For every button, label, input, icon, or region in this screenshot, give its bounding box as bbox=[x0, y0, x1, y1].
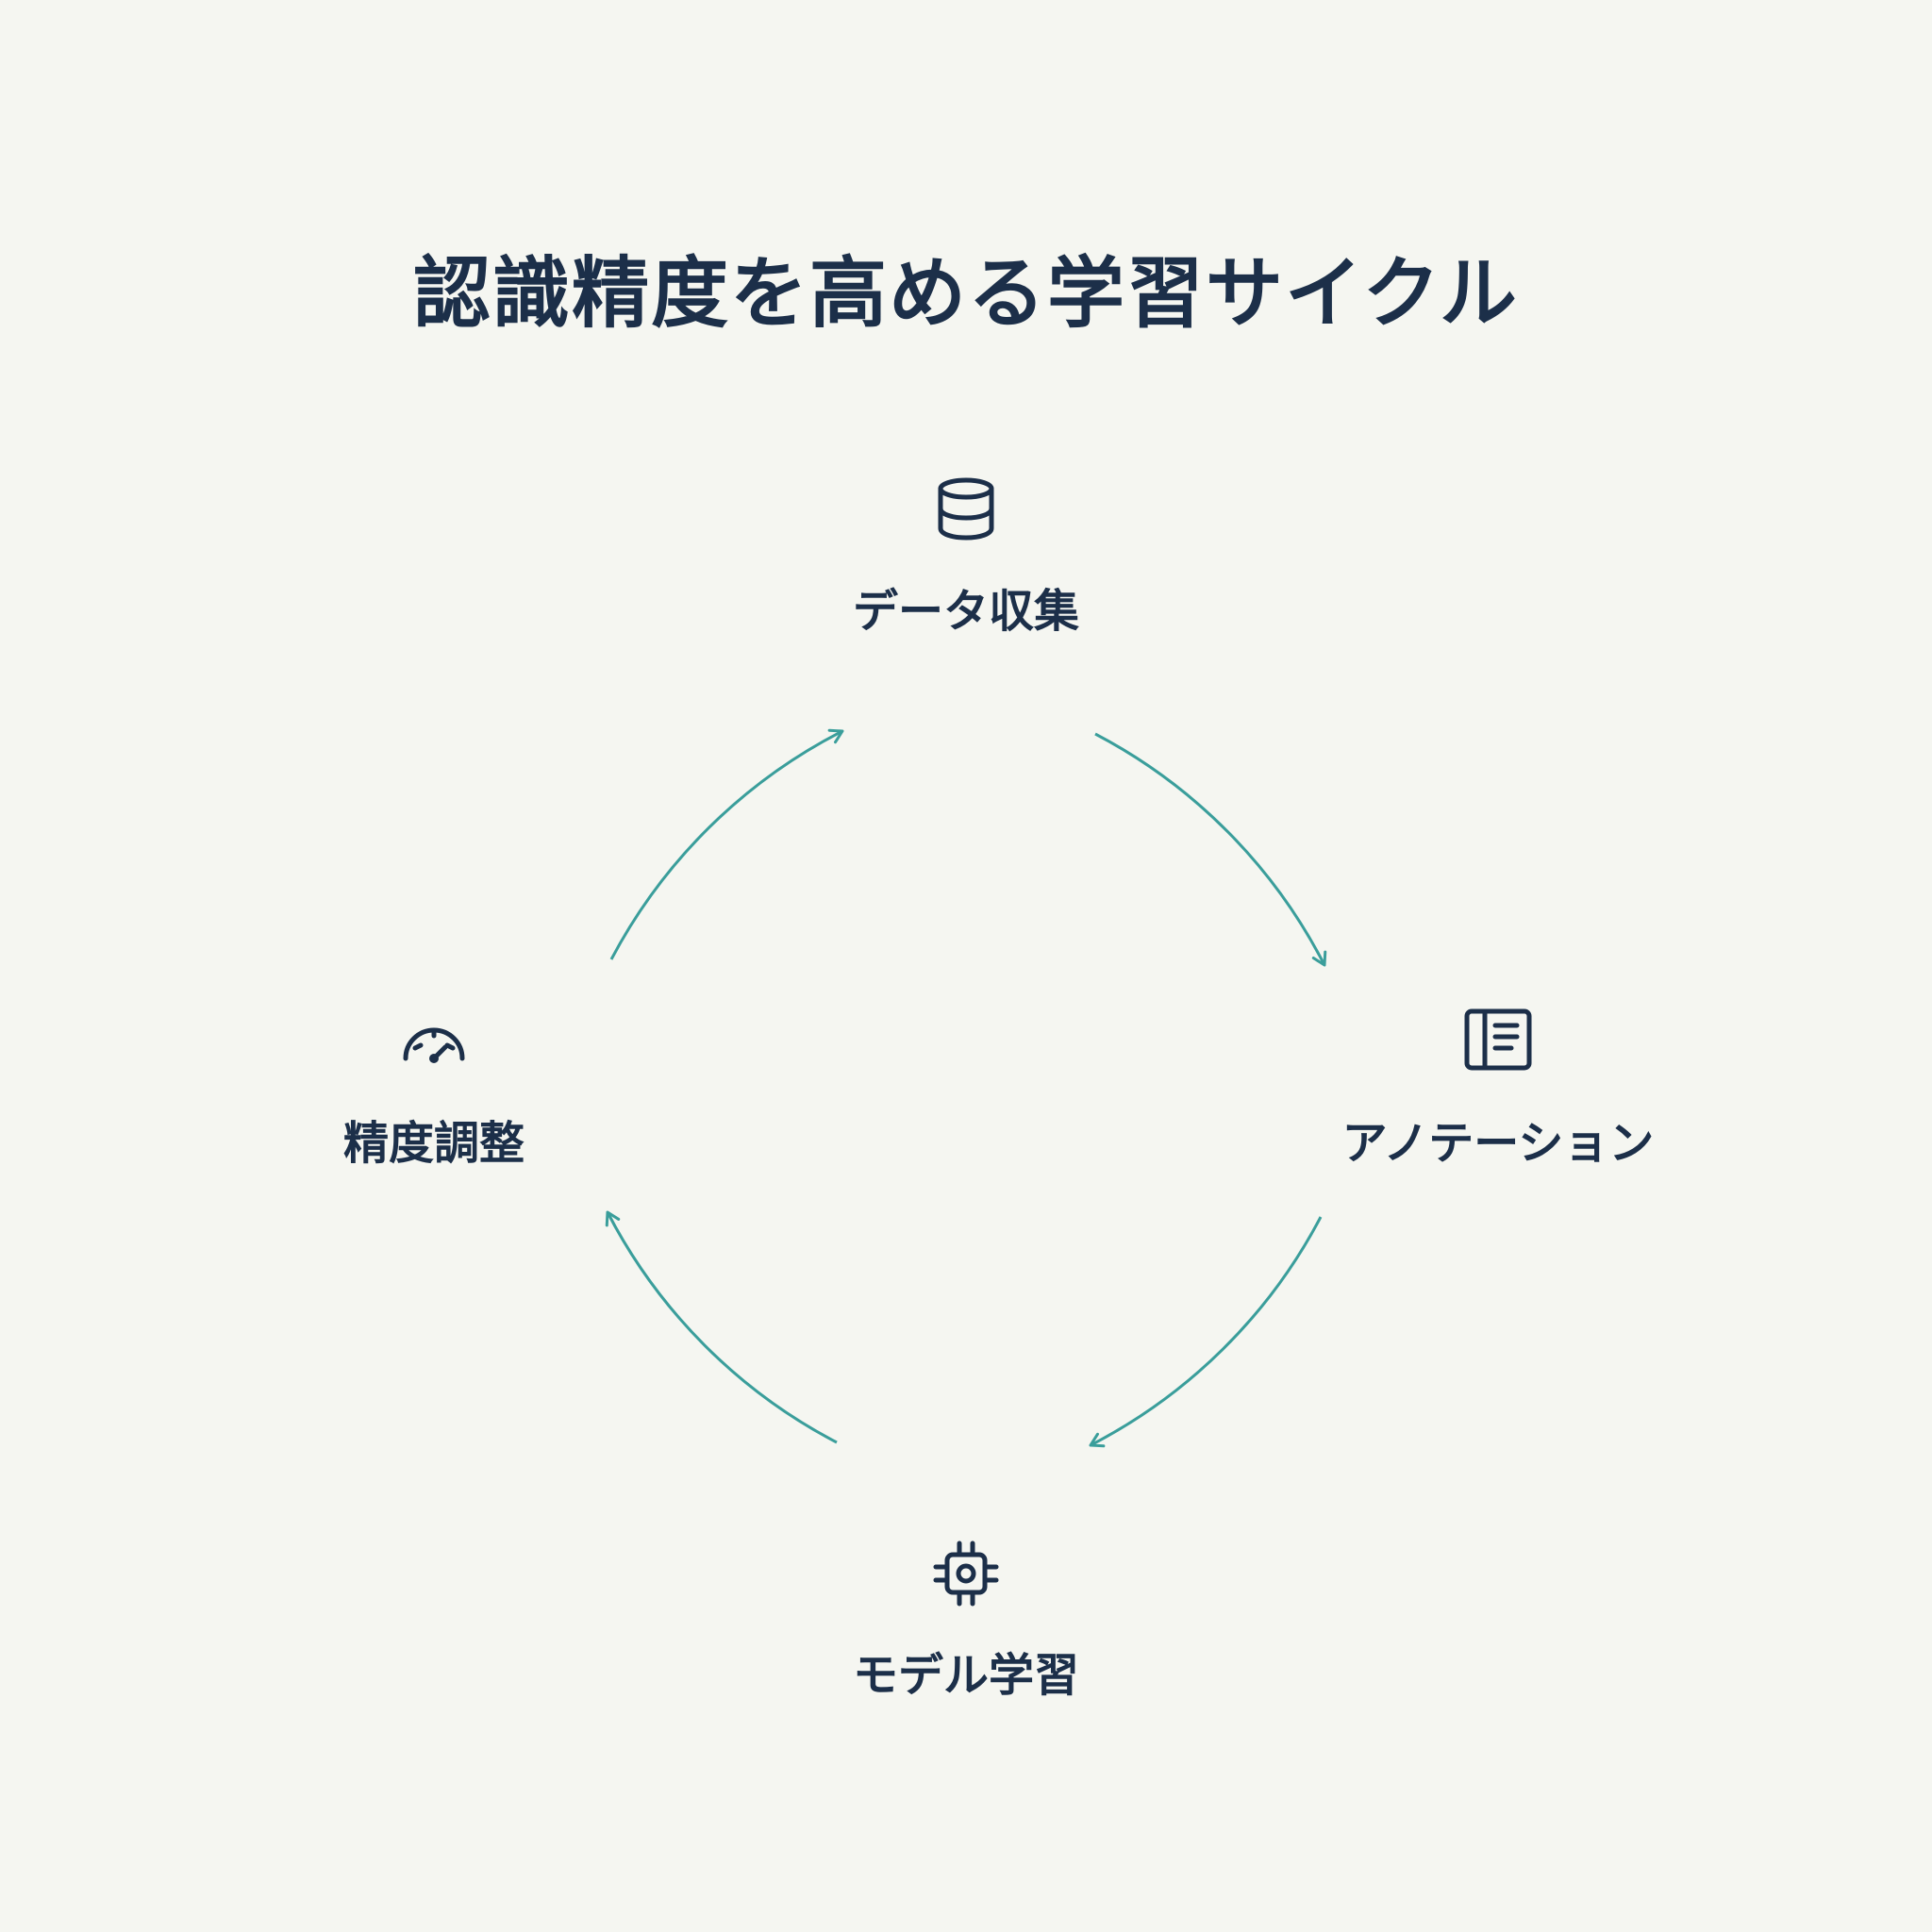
step-label: アノテーション bbox=[1341, 1117, 1655, 1170]
database-icon bbox=[938, 477, 994, 541]
arrow-annotation-to-training bbox=[1089, 1216, 1323, 1448]
step-accuracy-tuning: 精度調整 bbox=[217, 1004, 651, 1211]
step-label: 精度調整 bbox=[342, 1117, 525, 1170]
gauge-icon bbox=[403, 1027, 465, 1063]
document-list-icon bbox=[1464, 1008, 1532, 1071]
arrow-training-to-tuning bbox=[605, 1210, 838, 1444]
step-data-collection: データ収集 bbox=[749, 472, 1183, 679]
step-label: データ収集 bbox=[852, 585, 1079, 638]
step-label: モデル学習 bbox=[852, 1649, 1079, 1702]
cpu-chip-icon bbox=[933, 1541, 999, 1607]
step-annotation: アノテーション bbox=[1281, 1004, 1715, 1211]
diagram-title: 認識精度を高める学習サイクル bbox=[413, 249, 1519, 339]
arrow-tuning-to-collection bbox=[609, 728, 844, 960]
arrow-collection-to-annotation bbox=[1094, 732, 1327, 967]
step-model-training: モデル学習 bbox=[749, 1536, 1183, 1743]
